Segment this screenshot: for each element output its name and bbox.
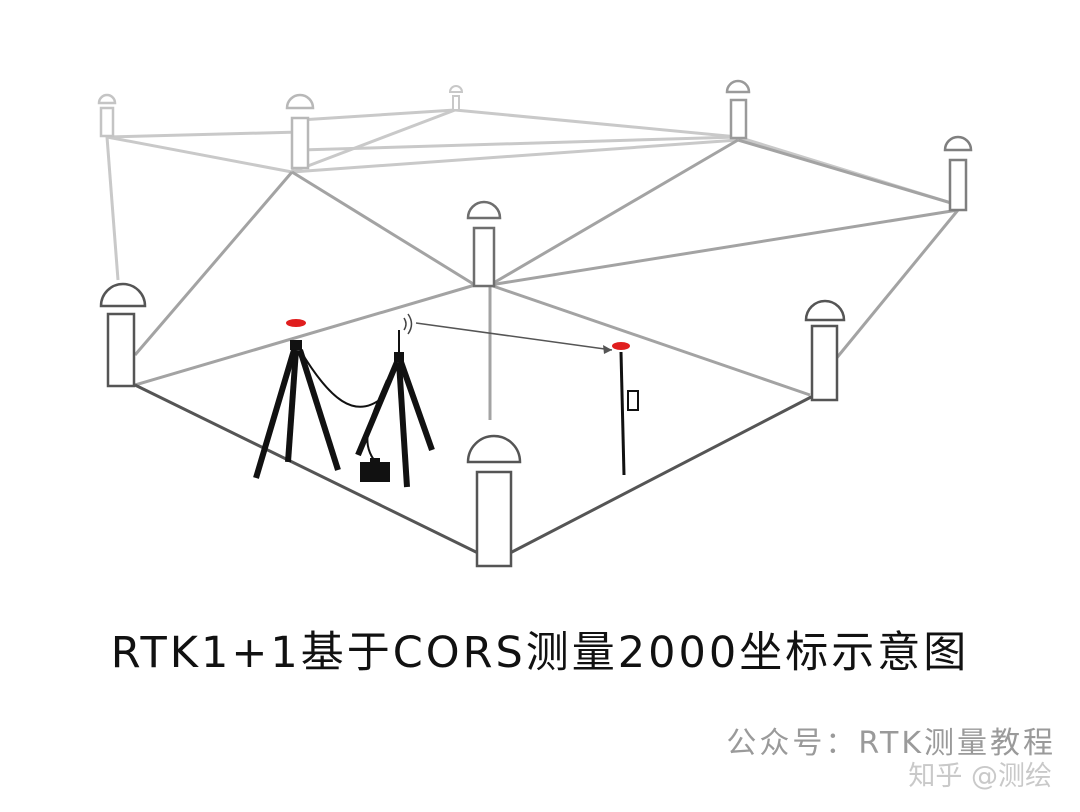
- cors-station-back-left: [97, 93, 117, 138]
- rover-pole: [612, 342, 639, 476]
- cors-station-left: [99, 282, 147, 388]
- back-network-lines: [105, 108, 959, 281]
- cors-station-front: [466, 434, 522, 568]
- cors-station-back-far: [448, 85, 464, 111]
- radio-signal-arrow: [415, 322, 613, 354]
- base-tripod: [253, 319, 341, 479]
- cors-station-right-front: [804, 299, 846, 402]
- account-credit: 公众号：RTK测量教程: [726, 726, 1056, 761]
- battery-box: [360, 458, 390, 482]
- cors-station-right: [943, 135, 973, 212]
- radio-tripod: [299, 313, 435, 488]
- cors-station-back-mid: [285, 93, 315, 170]
- red-target-marker: [286, 319, 306, 327]
- cors-station-back-right: [725, 79, 751, 140]
- watermark: 知乎 @测绘: [908, 761, 1052, 792]
- diagram-caption: RTK1+1基于CORS测量2000坐标示意图: [110, 628, 970, 678]
- rover-red-target-marker: [612, 342, 630, 350]
- cors-station-center: [466, 200, 502, 288]
- mid-network-lines: [133, 138, 960, 420]
- front-network-lines: [134, 383, 816, 555]
